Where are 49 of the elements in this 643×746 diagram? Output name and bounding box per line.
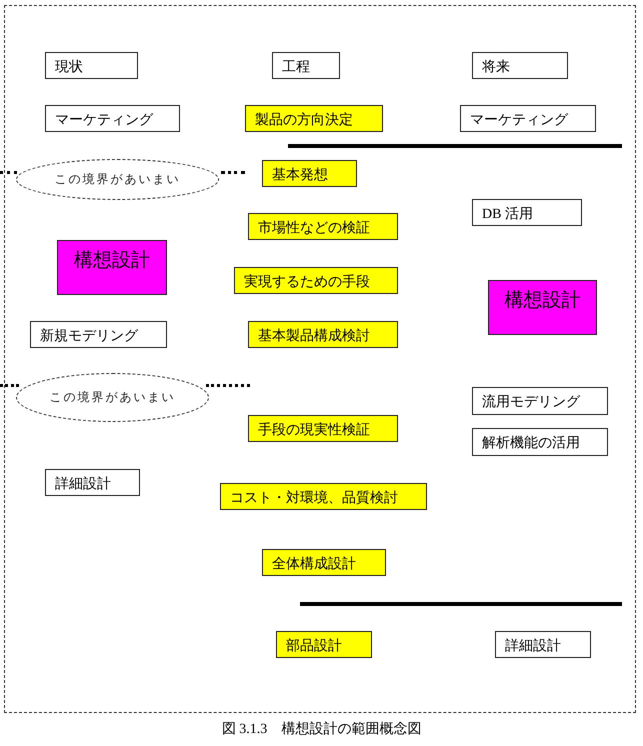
box-label: 新規モデリング	[40, 327, 138, 344]
outlined-box	[460, 105, 596, 132]
step-label: 実現するための手段	[244, 273, 370, 290]
step-label: 市場性などの検証	[258, 219, 370, 236]
step-label: コスト・対環境、品質検討	[230, 489, 398, 506]
outlined-box	[45, 105, 180, 132]
outlined-box	[272, 52, 340, 79]
highlighted-step-box	[262, 549, 386, 576]
outlined-box	[495, 631, 591, 658]
step-label: 部品設計	[286, 637, 342, 654]
outlined-box	[30, 321, 167, 348]
dashed-ellipse	[16, 373, 209, 422]
box-label: 解析機能の活用	[482, 434, 580, 452]
outlined-box	[472, 52, 568, 79]
emphasis-box	[57, 240, 167, 295]
highlighted-step-box	[248, 415, 398, 442]
ellipse-label: この境界があいまい	[50, 389, 176, 406]
highlighted-step-box	[248, 321, 398, 348]
highlighted-step-box	[245, 105, 383, 132]
emphasis-box	[488, 280, 597, 335]
outlined-box	[45, 52, 138, 79]
box-label: 将来	[482, 58, 510, 76]
box-label: 詳細設計	[505, 637, 561, 654]
box-label: 詳細設計	[55, 475, 111, 492]
outlined-box	[45, 469, 140, 496]
box-label: 流用モデリング	[482, 393, 580, 411]
emphasis-label: 構想設計	[504, 289, 580, 313]
highlighted-step-box	[262, 160, 357, 187]
box-label: マーケティング	[470, 112, 568, 128]
ellipse-label: この境界があいまい	[54, 171, 180, 188]
box-label: DB 活用	[482, 206, 533, 222]
figure-caption: 図 3.1.3 構想設計の範囲概念図	[222, 720, 422, 738]
step-label: 製品の方向決定	[255, 111, 353, 128]
step-label: 基本製品構成検討	[258, 328, 370, 344]
step-label: 基本発想	[272, 166, 328, 184]
box-label: 工程	[282, 58, 310, 76]
outlined-box	[472, 199, 582, 226]
outlined-box	[472, 428, 608, 456]
highlighted-step-box	[248, 213, 398, 240]
highlighted-step-box	[220, 483, 427, 510]
highlighted-step-box	[276, 631, 372, 658]
dashed-ellipse	[16, 159, 219, 200]
outlined-box	[472, 387, 608, 415]
box-label: マーケティング	[55, 112, 153, 128]
box-label: 現状	[55, 58, 83, 76]
emphasis-label: 構想設計	[74, 249, 150, 273]
step-label: 全体構成設計	[272, 555, 356, 572]
highlighted-step-box	[234, 267, 398, 294]
step-label: 手段の現実性検証	[258, 421, 370, 438]
